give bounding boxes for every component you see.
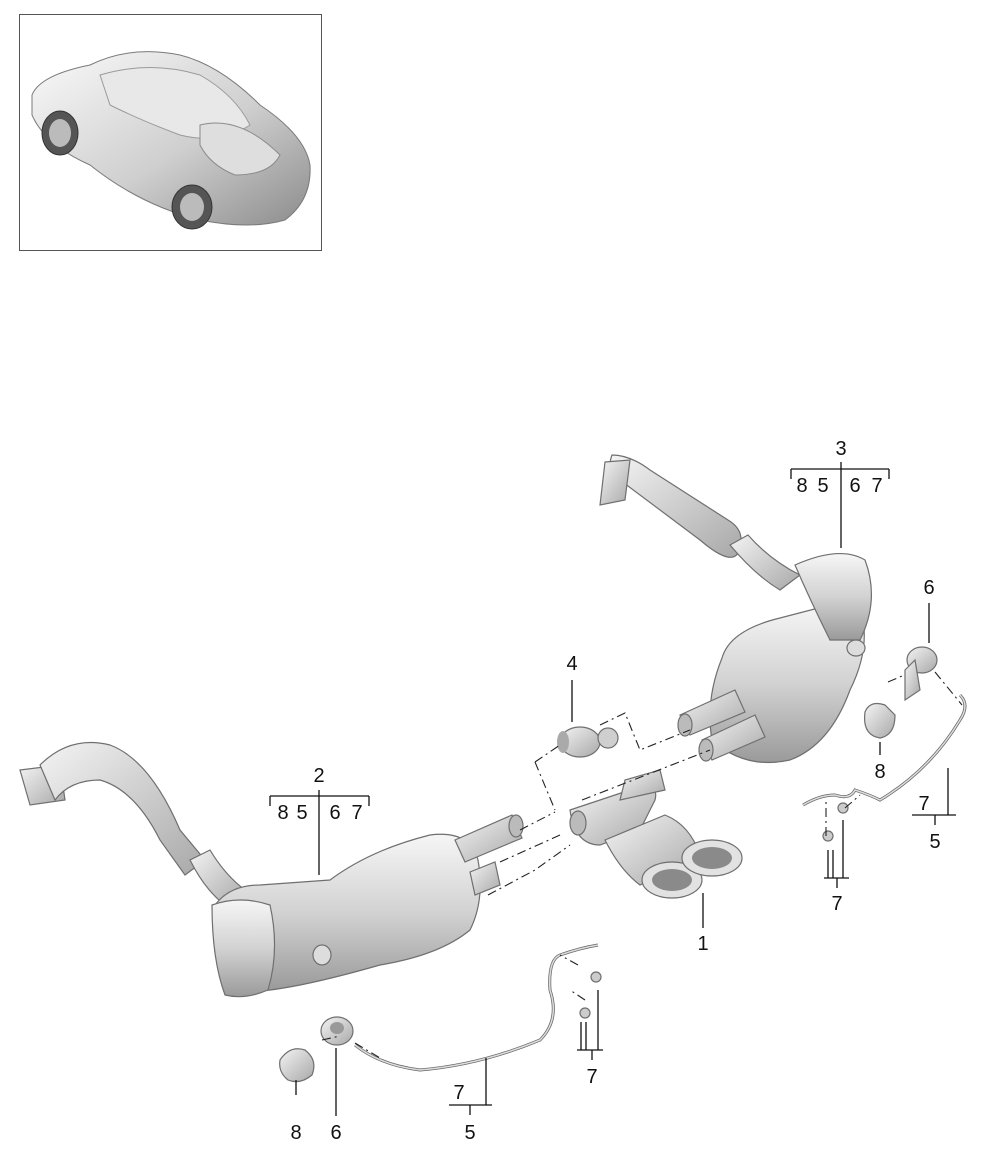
callout-7-right-clips: 7: [831, 893, 842, 915]
subitem-label: 5: [296, 802, 307, 824]
callout-7-right-bracket: 7: [918, 793, 929, 815]
subitem-label: 7: [871, 475, 882, 497]
subitem-label: 6: [329, 802, 340, 824]
tailpipe-assembly: [569, 769, 743, 899]
callout-3: 3: [835, 438, 846, 460]
callout-7-left-clips: 7: [586, 1066, 597, 1088]
subitem-label: 7: [351, 802, 362, 824]
leader-lines: [269, 462, 956, 1116]
subitem-label: 5: [817, 475, 828, 497]
right-silencer-outlets: [677, 689, 766, 762]
right-bump-stop: [863, 702, 896, 739]
subitems-left-row: 8 5 6 7: [277, 802, 362, 824]
right-rubber-mount: [904, 646, 938, 702]
car-thumbnail-image: [31, 51, 311, 230]
left-bump-stop: [279, 1048, 315, 1083]
right-front-pipe: [599, 454, 802, 591]
callout-4: 4: [566, 653, 577, 675]
callout-1: 1: [697, 933, 708, 955]
callout-8-right: 8: [874, 761, 885, 783]
subitems-right-row: 8 5 6 7: [796, 475, 882, 497]
subitem-label: 6: [849, 475, 860, 497]
assembly-lines: [321, 671, 963, 1059]
pipe-clamp: [557, 726, 619, 758]
left-rubber-mount: [320, 1016, 354, 1046]
callout-6-left: 6: [330, 1122, 341, 1144]
callout-7-left-bracket: 7: [453, 1082, 464, 1104]
callout-5-right: 5: [929, 831, 940, 853]
subitem-label: 8: [277, 802, 288, 824]
right-cable: [802, 693, 967, 842]
callout-6-right: 6: [923, 577, 934, 599]
left-front-pipe: [19, 741, 246, 906]
left-cable: [354, 943, 602, 1072]
callout-8-left: 8: [290, 1122, 301, 1144]
left-rear-silencer: [211, 833, 481, 998]
callout-2: 2: [313, 765, 324, 787]
left-silencer-outlets: [454, 814, 524, 896]
subitem-label: 8: [796, 475, 807, 497]
vehicle-thumbnail-frame: [19, 14, 322, 251]
callout-5-left: 5: [464, 1122, 475, 1144]
